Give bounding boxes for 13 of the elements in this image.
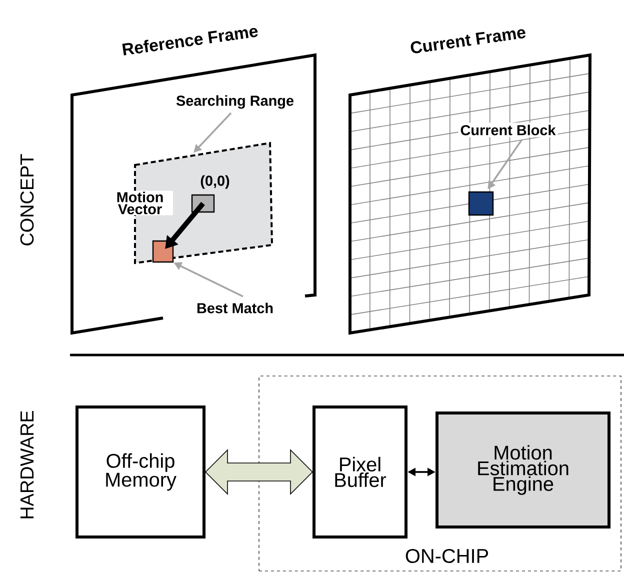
section-label: CONCEPT: [20, 154, 34, 246]
edge-label: Motion Vector: [107, 190, 173, 216]
frame-title: Reference Frame: [122, 28, 258, 56]
callout-label: Searching Range: [176, 95, 294, 109]
frame-title: Current Frame: [410, 29, 526, 54]
coordinate-label: (0,0): [200, 175, 230, 189]
section-label: HARDWARE: [20, 410, 34, 518]
block-label: Current Block: [458, 122, 558, 138]
callout-label: Best Match: [197, 302, 273, 314]
hardware-block: Motion Estimation Engine: [436, 412, 610, 528]
hardware-block: Pixel Buffer: [312, 406, 408, 538]
pixel-block: [468, 191, 494, 216]
hardware-block: Off-chip Memory: [76, 406, 206, 538]
